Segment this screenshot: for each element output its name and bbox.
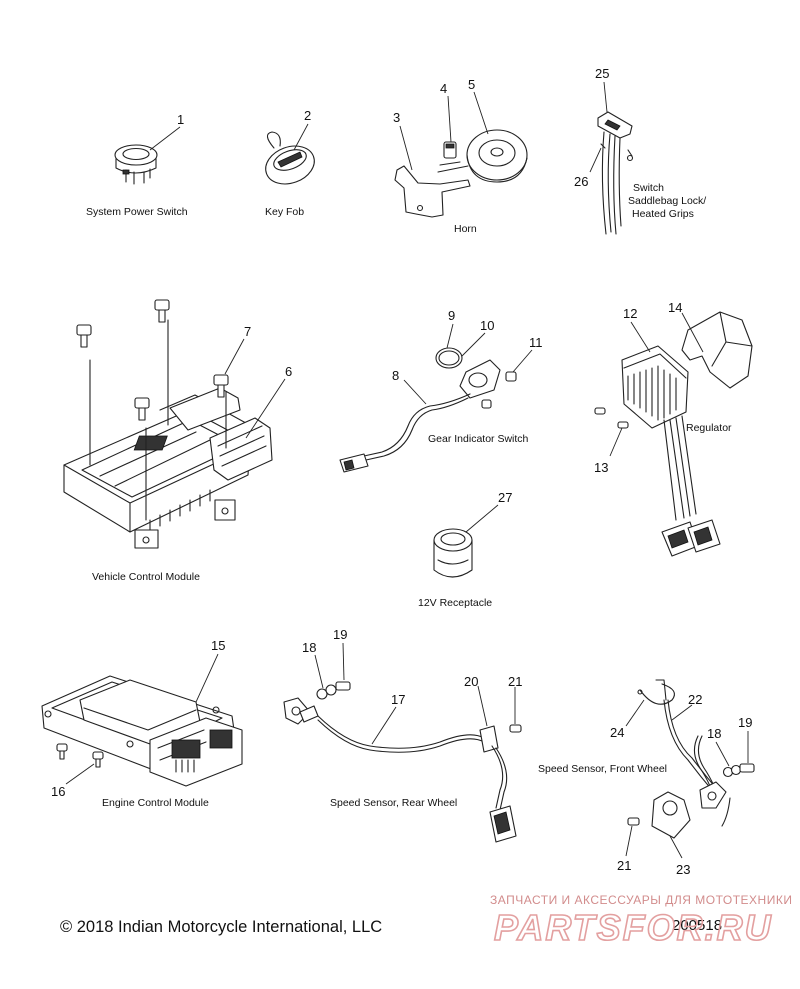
watermark-tagline: ЗАПЧАСТИ И АКСЕССУАРЫ ДЛЯ МОТОТЕХНИКИ xyxy=(490,893,792,907)
callout-5: 5 xyxy=(468,77,475,92)
screw-7b xyxy=(154,299,170,323)
leader-17 xyxy=(371,706,397,745)
callout-11: 11 xyxy=(529,335,543,350)
callout-17: 17 xyxy=(391,692,405,707)
leader-22 xyxy=(671,704,693,721)
callout-24: 24 xyxy=(610,725,624,740)
screw-7d xyxy=(213,374,229,398)
callout-23: 23 xyxy=(676,862,690,877)
vehicle-control-module xyxy=(63,319,273,549)
caption-system-power-switch: System Power Switch xyxy=(86,206,188,218)
caption-switch-line2: Saddlebag Lock/ xyxy=(628,195,706,207)
copyright-text: © 2018 Indian Motorcycle International, … xyxy=(60,918,382,936)
leader-20 xyxy=(477,685,488,727)
screw-7c xyxy=(134,397,150,421)
leader-25 xyxy=(603,81,608,113)
leader-8 xyxy=(403,379,427,405)
callout-2: 2 xyxy=(304,108,311,123)
callout-20: 20 xyxy=(464,674,478,689)
callout-13: 13 xyxy=(594,460,608,475)
horn-assembly xyxy=(394,129,528,218)
callout-27: 27 xyxy=(498,490,512,505)
leader-13 xyxy=(609,427,623,457)
callout-22: 22 xyxy=(688,692,702,707)
caption-key-fob: Key Fob xyxy=(265,206,304,218)
callout-12: 12 xyxy=(623,306,637,321)
key-fob xyxy=(265,131,315,185)
leader-24 xyxy=(625,699,645,727)
callout-14: 14 xyxy=(668,300,682,315)
callout-6: 6 xyxy=(285,364,292,379)
leader-18b xyxy=(715,741,730,767)
leader-19 xyxy=(342,642,345,681)
saddlebag-switch xyxy=(597,111,634,235)
screw-7a xyxy=(76,324,92,348)
leader-11 xyxy=(512,349,533,373)
leader-23 xyxy=(669,835,683,859)
callout-1: 1 xyxy=(177,112,184,127)
leader-5 xyxy=(473,91,489,135)
leader-2 xyxy=(293,123,309,151)
leader-9 xyxy=(446,323,454,349)
leader-15 xyxy=(195,653,219,703)
leader-16 xyxy=(65,763,95,785)
callout-8: 8 xyxy=(392,368,399,383)
caption-speed-sensor-rear: Speed Sensor, Rear Wheel xyxy=(330,797,457,809)
leader-1 xyxy=(149,126,181,151)
callout-21b: 21 xyxy=(617,858,631,873)
receptacle-12v xyxy=(433,528,473,578)
callout-21: 21 xyxy=(508,674,522,689)
callout-18: 18 xyxy=(302,640,316,655)
caption-engine-control-module: Engine Control Module xyxy=(102,797,209,809)
callout-25: 25 xyxy=(595,66,609,81)
engine-control-module xyxy=(41,675,243,787)
callout-19b: 19 xyxy=(738,715,752,730)
speed-sensor-front xyxy=(627,679,755,839)
leader-21b xyxy=(625,825,633,857)
speed-sensor-rear xyxy=(283,681,522,843)
caption-gear-indicator-switch: Gear Indicator Switch xyxy=(428,433,529,445)
callout-19: 19 xyxy=(333,627,347,642)
callout-15: 15 xyxy=(211,638,225,653)
callout-4: 4 xyxy=(440,81,447,96)
document-number: 200518 xyxy=(672,917,722,934)
leader-27 xyxy=(465,504,499,533)
callout-7: 7 xyxy=(244,324,251,339)
leader-7 xyxy=(224,338,245,375)
leader-26 xyxy=(589,147,602,173)
caption-regulator: Regulator xyxy=(686,422,732,434)
leader-4 xyxy=(447,95,452,143)
callout-9: 9 xyxy=(448,308,455,323)
caption-speed-sensor-front: Speed Sensor, Front Wheel xyxy=(538,763,667,775)
caption-switch-line3: Heated Grips xyxy=(632,208,694,220)
callout-3: 3 xyxy=(393,110,400,125)
gear-indicator-switch xyxy=(339,347,517,473)
callout-10: 10 xyxy=(480,318,494,333)
callout-26: 26 xyxy=(574,174,588,189)
leader-6 xyxy=(245,378,286,439)
leader-14 xyxy=(681,312,704,353)
leader-10 xyxy=(461,332,486,357)
watermark-brand: PARTSFOR.RU xyxy=(494,907,773,948)
system-power-switch xyxy=(114,144,158,185)
callout-16: 16 xyxy=(51,784,65,799)
caption-vehicle-control-module: Vehicle Control Module xyxy=(92,571,200,583)
leader-12 xyxy=(630,321,651,353)
leader-3 xyxy=(399,125,413,171)
callout-18b: 18 xyxy=(707,726,721,741)
caption-horn: Horn xyxy=(454,223,477,235)
caption-switch-line1: Switch xyxy=(633,182,664,194)
caption-12v-receptacle: 12V Receptacle xyxy=(418,597,492,609)
leader-18 xyxy=(314,654,324,689)
regulator xyxy=(594,311,753,557)
